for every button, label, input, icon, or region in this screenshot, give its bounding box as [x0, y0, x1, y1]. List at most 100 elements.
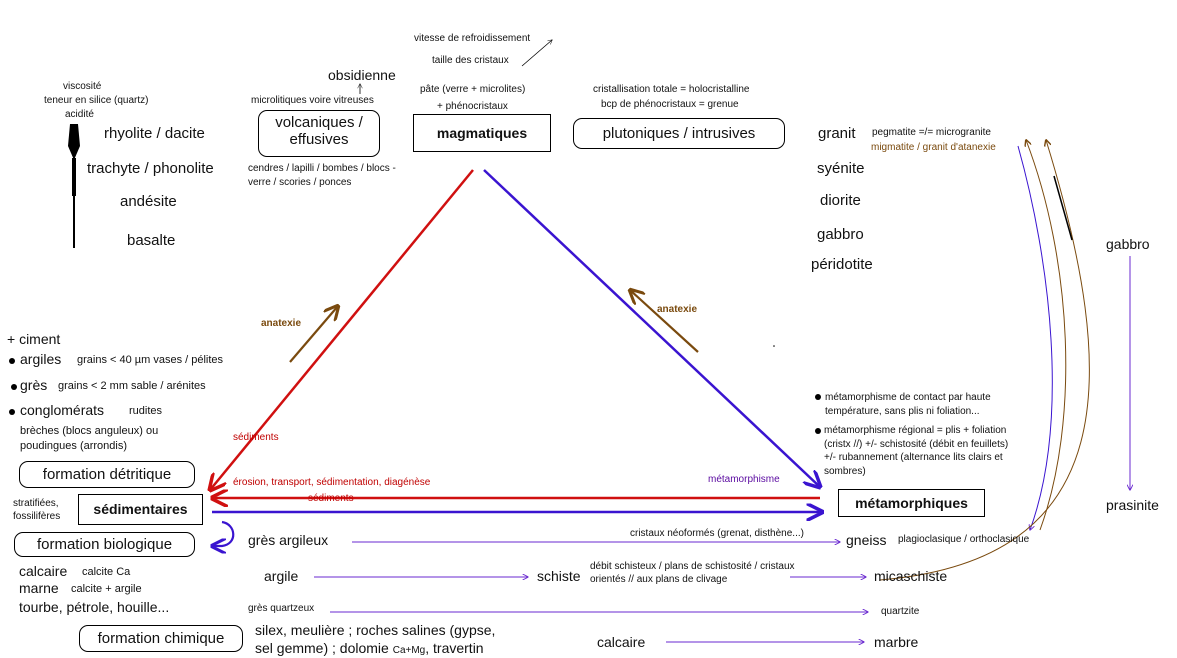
curve-micaschiste-to-granite	[879, 140, 1090, 581]
rock-basalte: basalte	[127, 232, 176, 249]
cement-label: + ciment	[7, 331, 61, 347]
anatexie-right-arrow	[630, 290, 699, 353]
conglomerate-label: conglomérats	[20, 402, 105, 418]
stratified-label: stratifiées, fossilifères	[13, 497, 75, 523]
metamorphism-label: métamorphisme	[708, 474, 780, 485]
metamorphic-box-label: métamorphiques	[855, 495, 968, 511]
ejecta-text: cendres / lapilli / bombes / blocs - ver…	[248, 163, 396, 188]
bullet-sandstone	[11, 384, 17, 390]
sedimentary-box-label: sédimentaires	[93, 501, 188, 517]
clay-detail: grains < 40 µm vases / pélites	[77, 354, 224, 366]
anatexie-right-label: anatexie	[657, 304, 698, 315]
viscosity-label: viscosité	[63, 81, 102, 92]
micaschist-label: micaschiste	[874, 568, 948, 584]
rock-granit: granit	[818, 125, 856, 142]
silica-content-label: teneur en silice (quartz)	[44, 95, 149, 106]
phenocrysts-label: + phénocristaux	[437, 101, 508, 112]
pegmatite-label: pegmatite =/= microgranite	[872, 127, 991, 138]
marble-label: marbre	[874, 634, 919, 650]
limestone-rock-label: calcaire	[597, 634, 646, 650]
crystal-size-label: taille des cristaux	[432, 55, 509, 66]
clayey-sandstone-label: grès argileux	[248, 532, 329, 548]
chemical-line2-text: sel gemme) ; dolomie	[255, 640, 389, 656]
obsidian-label: obsidienne	[328, 67, 396, 83]
biological-loop-arrow	[212, 520, 235, 546]
anatexie-left-arrow	[289, 306, 338, 363]
anatexie-left-label: anatexie	[261, 318, 302, 329]
marl-detail: calcite + argile	[71, 583, 142, 595]
curve-granite-to-gneiss	[1017, 145, 1053, 530]
limestone-detail: calcite Ca	[82, 566, 131, 578]
curve-gneiss-to-granite	[1026, 140, 1067, 531]
erosion-label: érosion, transport, sédimentation, diagé…	[233, 477, 431, 488]
quartzite-label: quartzite	[881, 606, 920, 617]
biological-box-label: formation biologique	[36, 536, 173, 553]
sandstone-detail: grains < 2 mm sable / arénites	[58, 380, 206, 392]
sediments-bottom-label: sédiments	[308, 493, 354, 504]
blue-triangle-side	[483, 169, 820, 487]
contact-note-text: métamorphisme de contact par haute tempé…	[825, 392, 991, 417]
rock-trachyte: trachyte / phonolite	[87, 160, 214, 177]
cooling-speed-label: vitesse de refroidissement	[414, 33, 531, 44]
gneiss-types-label: plagioclasique / orthoclasique	[898, 534, 1030, 545]
travertin-label: , travertin	[425, 640, 484, 656]
gneiss-label: gneiss	[846, 532, 887, 548]
ejecta-label: cendres / lapilli / bombes / blocs - ver…	[248, 162, 408, 189]
chemical-line2: sel gemme) ; dolomie Ca+Mg, travertin	[255, 640, 484, 657]
volcanic-box-label: volcaniques / effusives	[275, 114, 363, 148]
rock-syenite: syénite	[817, 160, 865, 177]
red-triangle-side	[210, 169, 474, 490]
paste-label: pâte (verre + microlites)	[420, 84, 526, 95]
chemical-line1: silex, meulière ; roches salines (gypse,	[255, 622, 496, 638]
bullet-clay	[9, 358, 15, 364]
sediments-left-label: sédiments	[233, 432, 279, 443]
rudites-label: rudites	[129, 405, 163, 417]
rock-andesite: andésite	[120, 193, 177, 210]
prasinite-label: prasinite	[1106, 497, 1159, 513]
schist-note-text: débit schisteux / plans de schistosité /…	[590, 561, 795, 585]
clay-label: argiles	[20, 351, 62, 367]
peat-label: tourbe, pétrole, houille...	[19, 599, 170, 615]
detrital-box-label: formation détritique	[42, 466, 172, 483]
total-crystallisation-label: cristallisation totale = holocristalline	[593, 84, 750, 95]
gabbro-right-label: gabbro	[1106, 236, 1150, 252]
sandstone-label: grès	[20, 377, 48, 393]
contact-note: métamorphisme de contact par haute tempé…	[825, 391, 1015, 418]
neoformed-label: cristaux néoformés (grenat, disthène...)	[630, 528, 804, 539]
rock-diorite: diorite	[820, 192, 861, 209]
chemical-box-label: formation chimique	[97, 630, 225, 647]
detrital-box: formation détritique	[19, 461, 195, 488]
rock-gabbro: gabbro	[817, 226, 864, 243]
bullet-conglomerate	[9, 409, 15, 415]
regional-note-text: métamorphisme régional = plis + foliatio…	[824, 425, 1009, 477]
stratified-text: stratifiées, fossilifères	[13, 498, 61, 522]
marl-label: marne	[19, 580, 59, 596]
schist-note: débit schisteux / plans de schistosité /…	[590, 561, 795, 586]
rock-peridotite: péridotite	[811, 256, 873, 273]
metamorphic-box: métamorphiques	[838, 489, 985, 517]
chemical-box: formation chimique	[79, 625, 243, 652]
migmatite-label: migmatite / granit d'atanexie	[871, 142, 996, 153]
limestone-label: calcaire	[19, 563, 68, 579]
cooling-arrow	[521, 40, 552, 67]
magmatic-box-label: magmatiques	[436, 125, 528, 141]
acidity-label: acidité	[65, 109, 94, 120]
volcanic-box: volcaniques / effusives	[258, 110, 380, 157]
bullet-contact	[815, 394, 821, 400]
many-phenocrysts-label: bcp de phénocristaux = grenue	[601, 99, 739, 110]
microlitic-label: microlitiques voire vitreuses	[251, 95, 374, 106]
bullet-regional	[815, 428, 821, 434]
rock-rhyolite: rhyolite / dacite	[104, 125, 205, 142]
breccia-text: brèches (blocs anguleux) ou poudingues (…	[20, 425, 159, 452]
granite-hatch	[1053, 175, 1073, 241]
viscosity-scale-stem	[72, 158, 76, 196]
magmatic-box: magmatiques	[413, 114, 551, 152]
breccia-label: brèches (blocs anguleux) ou poudingues (…	[20, 424, 210, 454]
schist-label: schiste	[537, 568, 581, 584]
regional-note: métamorphisme régional = plis + foliatio…	[824, 424, 1020, 478]
sedimentary-box: sédimentaires	[78, 494, 203, 525]
plutonic-box: plutoniques / intrusives	[573, 118, 785, 149]
biological-box: formation biologique	[14, 532, 195, 557]
clay-rock-label: argile	[264, 568, 299, 584]
